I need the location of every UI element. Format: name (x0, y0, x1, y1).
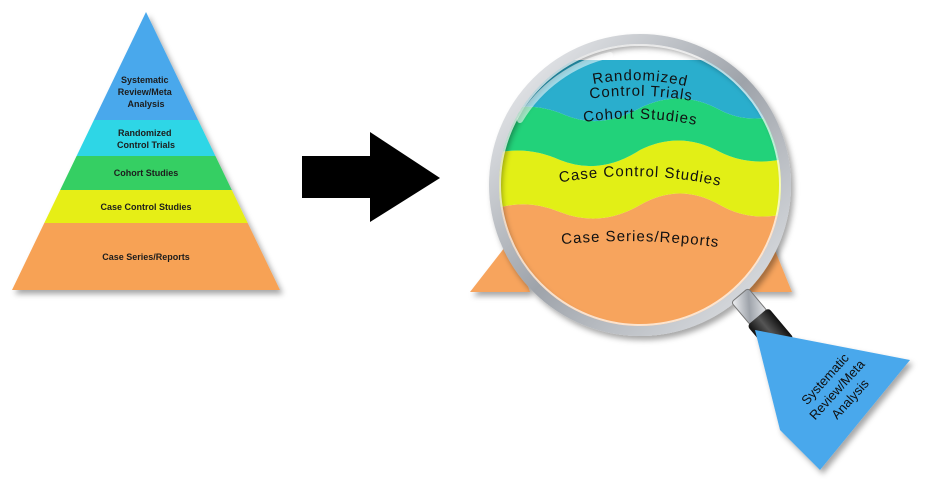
pyramid-label-case-control: Case Control Studies (100, 202, 191, 212)
pyramid-label-rct: Randomized Control Trials (117, 128, 175, 150)
magnified-label-cohort: Cohort Studies (582, 106, 699, 129)
right-arrow-icon (302, 132, 440, 222)
pyramid-label-cohort: Cohort Studies (114, 168, 179, 178)
magnified-label-rct-line2: Control Trials (589, 83, 695, 105)
evidence-pyramid: Systematic Review/Meta Analysis Randomiz… (12, 12, 280, 290)
magnifying-glass-icon (489, 34, 793, 355)
wave-band-rct (498, 60, 782, 122)
shard-shape (755, 330, 910, 470)
wave-band-case-control (498, 140, 782, 219)
wave-band-cohort (498, 98, 782, 167)
pyramid-level-case-series-reports (12, 223, 280, 290)
magnified-view: Randomized Control Trials Cohort Studies… (498, 43, 782, 327)
magnified-label-rct: Randomized (591, 67, 689, 90)
systematic-review-shard: Systematic Review/Meta Analysis (755, 330, 910, 470)
pyramid-level-randomized-control-trials (12, 120, 280, 156)
pyramid-label-case-series: Case Series/Reports (102, 252, 190, 262)
pyramid-label-systematic-review: Systematic Review/Meta Analysis (118, 75, 175, 109)
